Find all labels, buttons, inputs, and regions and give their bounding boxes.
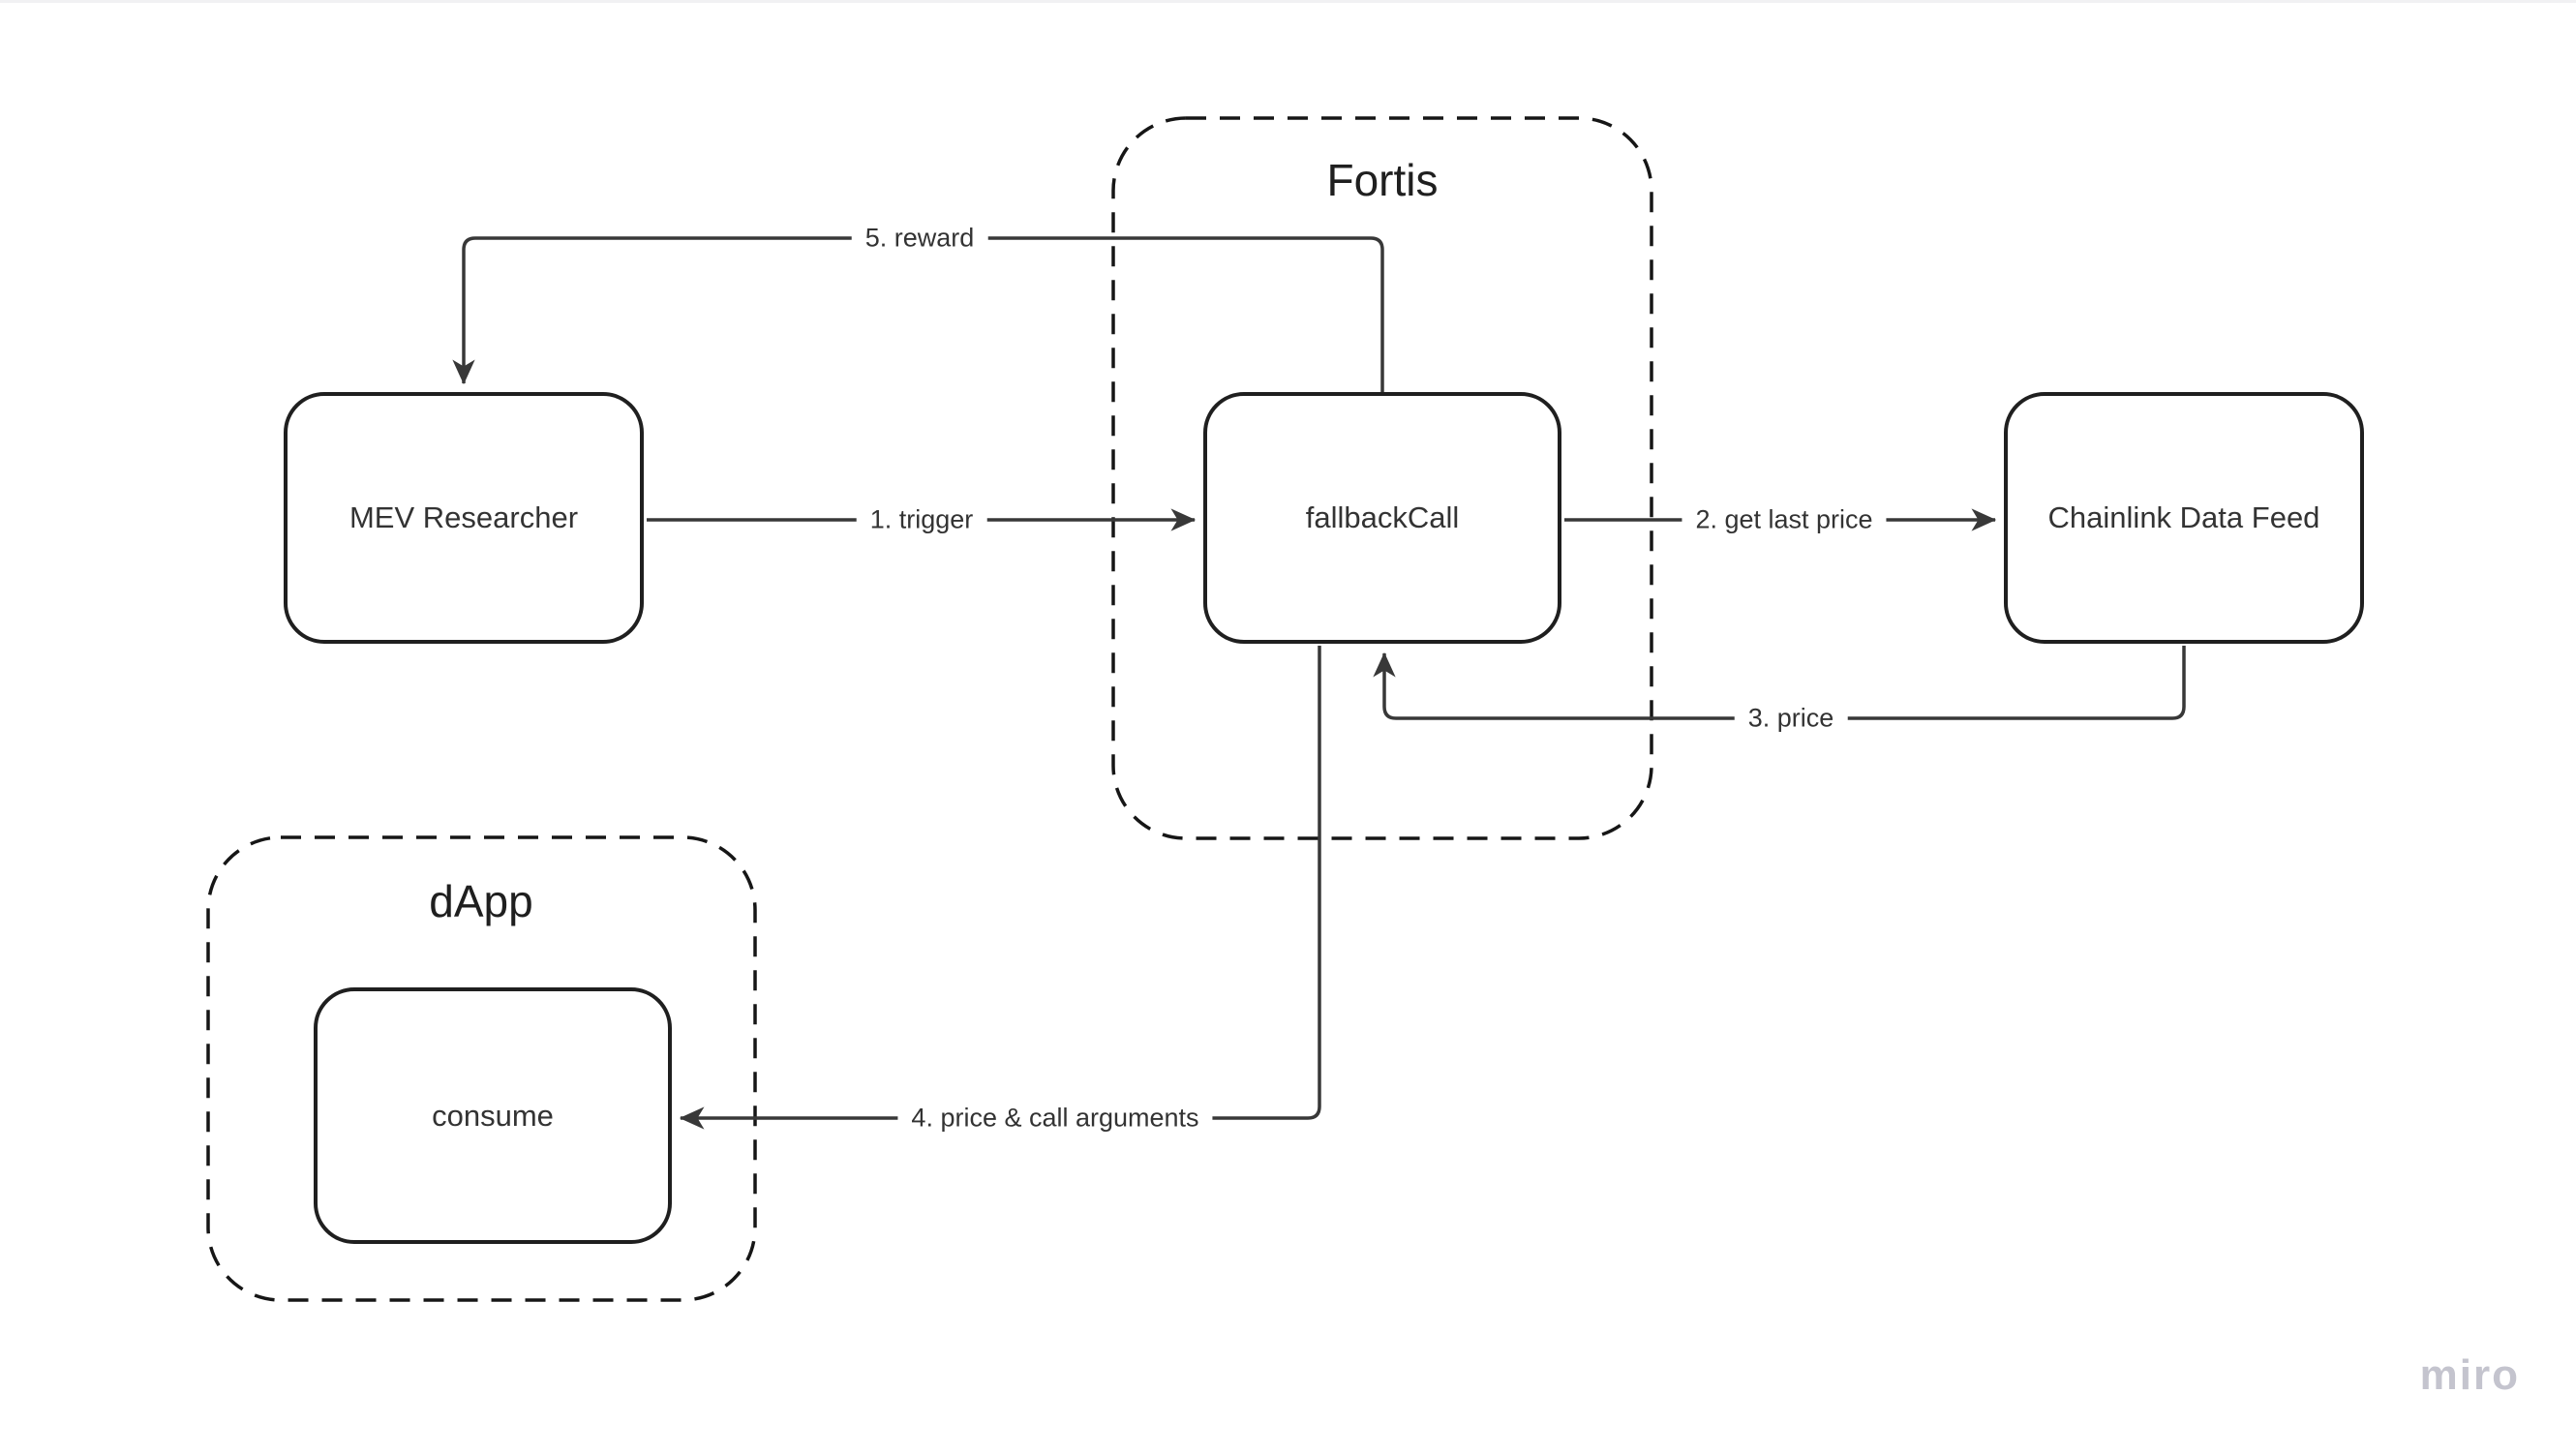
edge-get-last-price-label[interactable]: 2. get last price xyxy=(1682,502,1887,537)
edge-price-label[interactable]: 3. price xyxy=(1734,701,1848,736)
edge-reward-connector[interactable] xyxy=(452,236,1384,392)
edge-trigger-label[interactable]: 1. trigger xyxy=(856,502,987,537)
group-dapp-title[interactable]: dApp xyxy=(413,875,549,927)
node-mev-researcher[interactable]: MEV Researcher xyxy=(284,392,644,644)
group-fortis-frame[interactable] xyxy=(1111,116,1653,840)
canvas-top-edge xyxy=(0,0,2576,3)
node-fallback-call[interactable]: fallbackCall xyxy=(1203,392,1561,644)
node-fallback-call-label: fallbackCall xyxy=(1305,500,1460,534)
miro-watermark-logo: miro xyxy=(2419,1351,2520,1399)
node-chainlink-data-feed[interactable]: Chainlink Data Feed xyxy=(2004,392,2364,644)
node-mev-researcher-label: MEV Researcher xyxy=(349,500,579,534)
edge-reward-label[interactable]: 5. reward xyxy=(851,221,988,256)
edge-price-args-label[interactable]: 4. price & call arguments xyxy=(897,1101,1213,1136)
node-consume[interactable]: consume xyxy=(314,987,672,1244)
edge-price-args-connector[interactable] xyxy=(679,646,1321,1130)
group-fortis-title[interactable]: Fortis xyxy=(1311,154,1454,206)
node-chainlink-data-feed-label: Chainlink Data Feed xyxy=(2047,500,2320,534)
node-consume-label: consume xyxy=(432,1098,554,1133)
